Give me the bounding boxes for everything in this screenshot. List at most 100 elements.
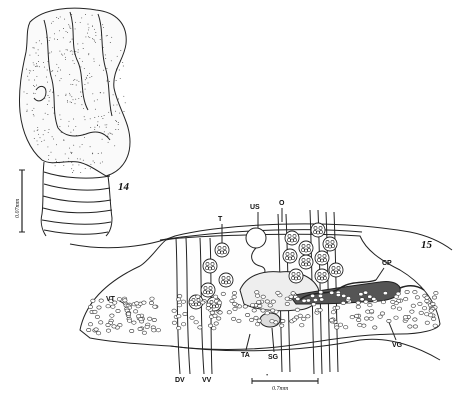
stipple-dot (82, 48, 84, 49)
vitelline-follicle (270, 308, 276, 313)
stipple-dot (36, 130, 38, 132)
stipple-dot (73, 129, 74, 131)
stipple-dot (118, 98, 120, 100)
stipple-dot (64, 56, 66, 58)
vitelline-follicle (363, 299, 369, 304)
stipple-dot (75, 125, 77, 127)
stipple-dot (65, 93, 67, 95)
vitelline-follicle (393, 294, 399, 299)
stipple-dot (63, 139, 65, 141)
stipple-dot (102, 118, 104, 119)
vitelline-follicle (417, 301, 423, 306)
vitelline-follicle (431, 295, 437, 300)
stipple-dot (48, 97, 50, 98)
vitelline-follicle (301, 316, 307, 321)
vitelline-follicle (171, 320, 177, 325)
stipple-dot (38, 40, 40, 42)
stipple-dot (37, 129, 39, 131)
stipple-dot (58, 30, 60, 32)
fig14-fold-2 (69, 11, 89, 111)
stipple-dot (70, 102, 72, 103)
stipple-dot (36, 140, 38, 142)
vitelline-follicle (90, 298, 96, 303)
vitelline-follicle (377, 314, 383, 319)
stipple-dot (75, 51, 77, 53)
stipple-dot (36, 75, 38, 77)
testis-cluster (218, 272, 234, 288)
vitelline-follicle (412, 317, 418, 322)
fig15-uterine-sac (245, 227, 267, 249)
stipple-dot (81, 143, 83, 145)
stipple-dot (74, 79, 76, 81)
stipple-dot (115, 120, 117, 121)
stipple-dot (69, 92, 71, 94)
stipple-dot (40, 43, 42, 45)
fig14-segment-1 (43, 171, 111, 179)
stipple-dot (105, 58, 107, 60)
vitelline-follicle (305, 314, 311, 319)
stipple-dot (82, 42, 84, 44)
stipple-dot (102, 69, 104, 71)
stipple-dot (103, 115, 105, 117)
vitelline-follicle (98, 320, 104, 325)
vitelline-follicle (255, 293, 261, 298)
stipple-dot (68, 160, 70, 162)
stipple-dot (34, 86, 36, 88)
vitelline-follicle (368, 316, 374, 321)
stipple-dot (71, 153, 72, 155)
stipple-dot (37, 144, 39, 146)
stipple-dot (95, 34, 97, 36)
vitelline-follicle (226, 310, 232, 315)
label-ta: TA (241, 352, 250, 359)
vitelline-follicle (193, 320, 199, 325)
stipple-dot (81, 91, 83, 93)
vitelline-follicle (382, 291, 388, 296)
vitelline-follicle (299, 323, 305, 328)
stipple-dot (57, 95, 59, 97)
stipple-dot (46, 36, 47, 38)
stipple-dot (115, 129, 117, 130)
stipple-dot (47, 52, 49, 54)
vitelline-follicle (305, 298, 311, 303)
stipple-dot (94, 108, 96, 110)
stipple-dot (73, 144, 75, 146)
stipple-dot (71, 53, 73, 55)
vitelline-follicle (329, 318, 335, 323)
fig14-segment-6 (43, 229, 109, 235)
stipple-dot (27, 75, 29, 77)
vitelline-follicle (197, 325, 203, 330)
stipple-dot (93, 28, 95, 30)
vitelline-follicle (250, 303, 256, 308)
stipple-dot (71, 162, 73, 163)
stipple-dot (48, 155, 50, 156)
fig14-fold-4 (33, 85, 47, 102)
vitelline-follicle (256, 300, 262, 305)
vitelline-follicle (335, 292, 341, 297)
vitelline-follicle (208, 323, 214, 328)
vitelline-follicle (116, 297, 122, 302)
stipple-dot (76, 158, 78, 160)
stipple-dot (26, 103, 28, 105)
stipple-dot (28, 69, 30, 71)
vitelline-follicle (294, 307, 300, 312)
testis-cluster (310, 222, 326, 238)
fig14-segment-4 (42, 207, 113, 214)
stipple-dot (74, 28, 76, 30)
vitelline-follicle (404, 289, 410, 294)
stipple-dot (112, 94, 114, 96)
label-ovary: O (279, 200, 285, 207)
stipple-dot (69, 25, 71, 27)
stipple-dot (67, 101, 69, 103)
testis-cluster (322, 236, 338, 252)
stipple-dot (68, 120, 70, 122)
vitelline-follicle (334, 325, 340, 330)
stipple-dot (42, 134, 44, 136)
stipple-dot (109, 132, 111, 134)
stipple-dot (116, 55, 118, 57)
vitelline-follicle (264, 311, 270, 316)
stipple-dot (72, 99, 74, 101)
stipple-dot (87, 82, 89, 84)
vitelline-follicle (111, 324, 117, 329)
vitelline-follicle (280, 318, 286, 323)
stipple-dot (106, 68, 108, 70)
